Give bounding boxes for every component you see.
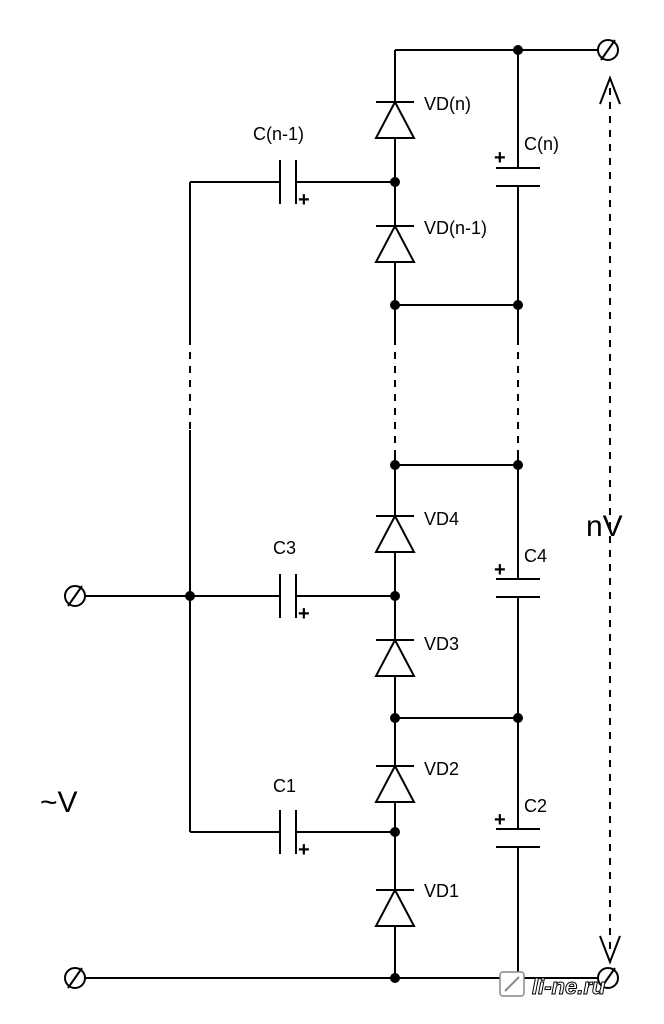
capacitor-c4 <box>496 578 540 598</box>
plus-c1: + <box>298 839 310 861</box>
plus-c2: + <box>494 809 506 831</box>
diode-vd-n <box>374 99 416 139</box>
plus-c4: + <box>494 559 506 581</box>
output-voltage-arrow <box>599 75 621 965</box>
capacitor-c1 <box>279 810 297 854</box>
label-vd-n-1: VD(n-1) <box>424 218 487 238</box>
label-c3: C3 <box>273 538 296 558</box>
label-vd-n: VD(n) <box>424 94 471 114</box>
label-vd4: VD4 <box>424 509 459 529</box>
diode-vd3 <box>374 637 416 677</box>
label-vd2: VD2 <box>424 759 459 779</box>
plus-c3: + <box>298 603 310 625</box>
watermark-text: li-ne.ru <box>532 974 606 999</box>
terminal-output-top-icon <box>597 39 619 61</box>
wires <box>85 49 598 979</box>
diode-vd2 <box>374 763 416 803</box>
watermark: li-ne.ru <box>499 971 606 1000</box>
capacitor-c-n-1 <box>279 160 297 204</box>
capacitor-c2 <box>496 828 540 848</box>
label-output-voltage: nV <box>586 510 623 543</box>
label-vd3: VD3 <box>424 634 459 654</box>
plus-c-n: + <box>494 147 506 169</box>
label-c1: C1 <box>273 776 296 796</box>
label-vd1: VD1 <box>424 881 459 901</box>
terminal-output-bottom-icon <box>597 967 619 989</box>
label-c-n: C(n) <box>524 134 559 154</box>
diode-vd-n-1 <box>374 223 416 263</box>
plus-c-n-1: + <box>298 189 310 211</box>
label-c2: C2 <box>524 796 547 816</box>
diode-vd1 <box>374 887 416 927</box>
junction-dots <box>185 45 523 983</box>
label-c4: C4 <box>524 546 547 566</box>
capacitor-c3 <box>279 574 297 618</box>
label-input-voltage: ~V <box>40 786 78 819</box>
diode-vd4 <box>374 513 416 553</box>
terminal-input-icon <box>64 585 86 607</box>
label-c-n-1: C(n-1) <box>253 124 304 144</box>
capacitor-c-n <box>496 167 540 187</box>
terminal-input-bottom-icon <box>64 967 86 989</box>
